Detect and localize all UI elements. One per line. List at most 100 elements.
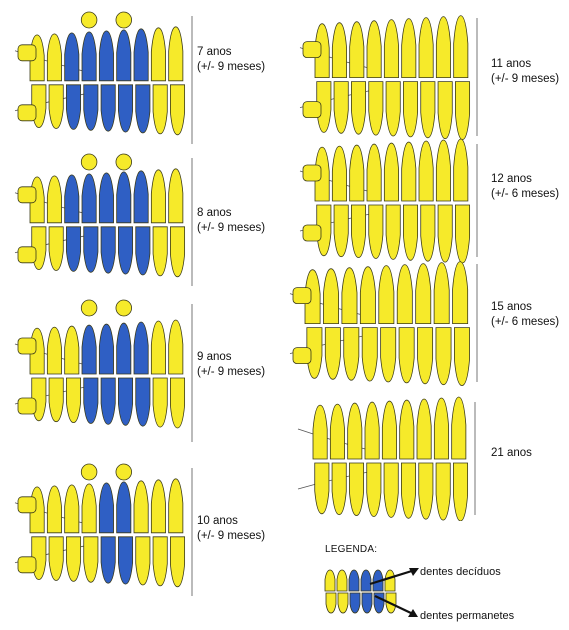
permanent-tooth bbox=[313, 405, 327, 459]
deciduous-tooth bbox=[99, 31, 113, 81]
permanent-tooth bbox=[436, 17, 450, 78]
stage-15-range: (+/- 6 meses) bbox=[491, 315, 559, 330]
permanent-tooth bbox=[47, 486, 61, 533]
permanent-tooth bbox=[342, 268, 357, 324]
permanent-tooth bbox=[170, 378, 184, 428]
permanent-tooth bbox=[344, 328, 359, 381]
permanent-tooth bbox=[381, 328, 396, 382]
deciduous-tooth bbox=[82, 325, 96, 374]
developing-tooth-bud bbox=[116, 154, 132, 170]
stage-11-panel: 11 anos (+/- 9 meses) bbox=[295, 12, 565, 142]
deciduous-tooth bbox=[65, 175, 79, 223]
permanent-tooth bbox=[417, 399, 431, 459]
stage-9-age: 9 anos bbox=[197, 350, 265, 365]
stage-8-range: (+/- 9 meses) bbox=[197, 221, 265, 236]
deciduous-tooth bbox=[84, 85, 98, 131]
permanent-tooth bbox=[384, 463, 398, 517]
permanent-tooth bbox=[452, 397, 466, 459]
deciduous-tooth bbox=[118, 227, 132, 274]
deciduous-tooth bbox=[350, 593, 360, 613]
deciduous-tooth bbox=[117, 30, 131, 81]
molar-bud bbox=[18, 338, 36, 354]
molar-bud bbox=[303, 165, 321, 181]
permanent-tooth bbox=[369, 205, 383, 259]
permanent-tooth bbox=[403, 82, 417, 137]
permanent-tooth bbox=[170, 85, 184, 135]
developing-tooth-bud bbox=[116, 12, 132, 28]
stage-12-dentition-drawing bbox=[295, 138, 485, 263]
deciduous-tooth bbox=[84, 378, 98, 424]
molar-bud bbox=[303, 102, 321, 118]
permanent-tooth bbox=[337, 570, 347, 591]
permanent-tooth bbox=[454, 139, 468, 201]
molar-bud bbox=[18, 398, 36, 414]
deciduous-tooth bbox=[117, 323, 131, 374]
deciduous-tooth bbox=[134, 322, 148, 374]
stage-10-panel: 10 anos (+/- 9 meses) bbox=[10, 462, 290, 602]
molar-bud bbox=[293, 348, 311, 364]
molar-bud bbox=[293, 288, 311, 304]
stage-10-dentition-drawing bbox=[10, 462, 200, 602]
permanent-tooth bbox=[350, 22, 364, 78]
permanent-tooth bbox=[454, 328, 469, 386]
permanent-tooth bbox=[170, 537, 184, 587]
permanent-tooth bbox=[47, 176, 61, 223]
permanent-tooth bbox=[170, 227, 184, 277]
deciduous-tooth bbox=[66, 85, 80, 130]
permanent-tooth bbox=[434, 398, 448, 459]
deciduous-tooth bbox=[101, 537, 115, 583]
stage-11-age: 11 anos bbox=[491, 57, 559, 72]
stage-15-dentition-drawing bbox=[285, 258, 485, 388]
legend-title: LEGENDA: bbox=[325, 544, 377, 555]
developing-tooth-bud bbox=[81, 154, 97, 170]
permanent-tooth bbox=[399, 328, 414, 383]
permanent-tooth bbox=[397, 265, 412, 324]
permanent-tooth bbox=[386, 205, 400, 259]
permanent-tooth bbox=[386, 82, 400, 136]
developing-tooth-bud bbox=[81, 12, 97, 28]
permanent-tooth bbox=[325, 570, 335, 591]
molar-bud bbox=[18, 45, 36, 61]
deciduous-tooth bbox=[136, 85, 150, 133]
permanent-tooth bbox=[49, 537, 63, 581]
stage-12-range: (+/- 6 meses) bbox=[491, 187, 559, 202]
deciduous-tooth bbox=[82, 174, 96, 223]
permanent-tooth bbox=[434, 263, 449, 324]
permanent-tooth bbox=[151, 170, 165, 223]
stage-9-panel: 9 anos (+/- 9 meses) bbox=[10, 298, 290, 448]
molar-bud bbox=[18, 557, 36, 573]
permanent-tooth bbox=[323, 269, 338, 324]
molar-bud bbox=[18, 187, 36, 203]
developing-tooth-bud bbox=[81, 300, 97, 316]
permanent-tooth bbox=[332, 146, 346, 201]
permanent-tooth bbox=[66, 378, 80, 423]
legend-sample-drawing bbox=[315, 558, 435, 628]
stage-7-panel: 7 anos (+/- 9 meses) bbox=[10, 10, 290, 150]
permanent-tooth bbox=[136, 537, 150, 585]
permanent-tooth bbox=[169, 320, 183, 374]
permanent-tooth bbox=[382, 401, 396, 459]
deciduous-tooth bbox=[349, 570, 359, 591]
legend-deciduous-label: dentes decíduos bbox=[420, 566, 501, 578]
permanent-tooth bbox=[416, 264, 431, 324]
permanent-tooth bbox=[455, 82, 469, 140]
permanent-tooth bbox=[326, 593, 336, 613]
permanent-tooth bbox=[421, 205, 435, 261]
permanent-tooth bbox=[49, 85, 63, 129]
deciduous-tooth bbox=[99, 173, 113, 223]
deciduous-tooth bbox=[65, 33, 79, 81]
permanent-tooth bbox=[436, 463, 450, 520]
permanent-tooth bbox=[332, 463, 346, 515]
permanent-tooth bbox=[419, 18, 433, 78]
stage-15-age: 15 anos bbox=[491, 300, 559, 315]
deciduous-tooth bbox=[66, 227, 80, 272]
deciduous-tooth bbox=[134, 29, 148, 81]
permanent-tooth bbox=[47, 34, 61, 81]
permanent-tooth bbox=[49, 378, 63, 422]
deciduous-tooth bbox=[118, 378, 132, 425]
permanent-tooth bbox=[453, 463, 467, 521]
permanent-tooth bbox=[338, 593, 348, 613]
permanent-tooth bbox=[402, 142, 416, 201]
deciduous-tooth bbox=[117, 482, 131, 533]
permanent-tooth bbox=[360, 267, 375, 324]
